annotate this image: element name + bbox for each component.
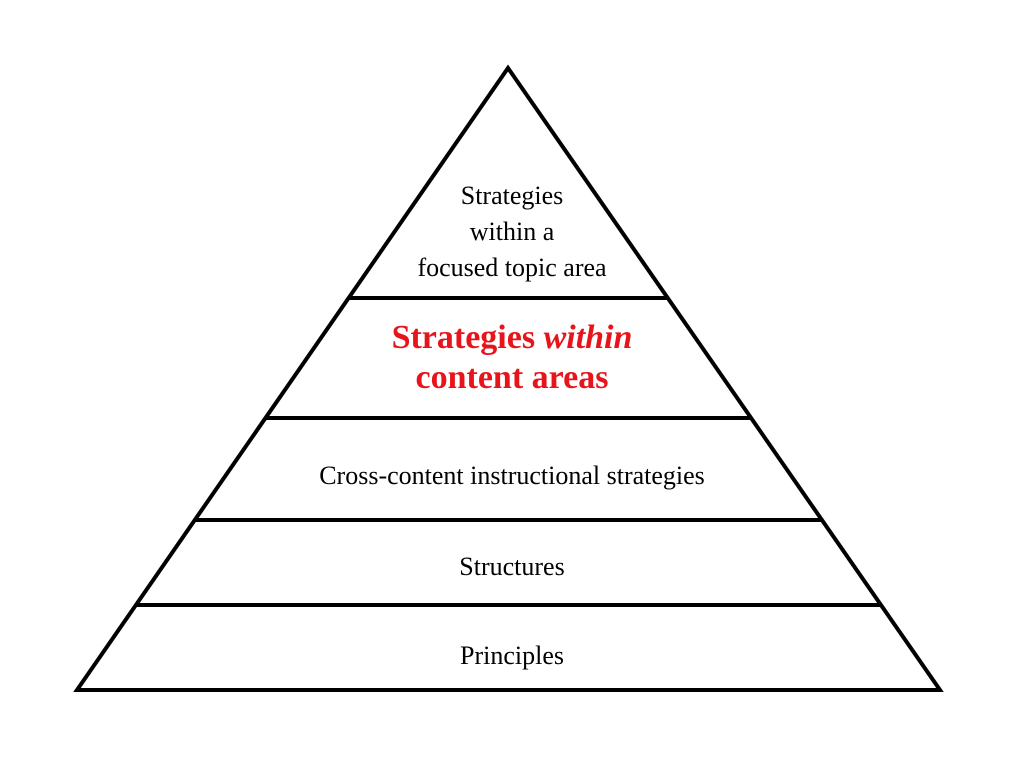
tier-content-areas-line: Strategies within bbox=[0, 318, 1024, 358]
tier-structures-label: Structures bbox=[0, 549, 1024, 585]
tier-topic-area-line: Strategies bbox=[460, 181, 564, 210]
tier-content-areas-line: content areas bbox=[415, 359, 609, 396]
tier-content-areas-text: Strategies bbox=[391, 319, 544, 356]
tier-cross-content-label: Cross-content instructional strategies bbox=[0, 458, 1024, 494]
tier-structures-line: Structures bbox=[459, 552, 565, 581]
tier-content-areas-italic: within bbox=[543, 319, 633, 356]
tier-topic-area-label: Strategies within a focused topic area bbox=[0, 178, 1024, 286]
tier-principles-line: Principles bbox=[460, 641, 564, 670]
tier-cross-content-line: Cross-content instructional strategies bbox=[319, 461, 705, 490]
pyramid-triangle bbox=[73, 64, 944, 692]
tier-content-areas-label: Strategies within content areas bbox=[0, 318, 1024, 398]
tier-topic-area-line: within a bbox=[469, 217, 555, 246]
tier-topic-area-line: focused topic area bbox=[417, 253, 607, 282]
tier-principles-label: Principles bbox=[0, 638, 1024, 674]
